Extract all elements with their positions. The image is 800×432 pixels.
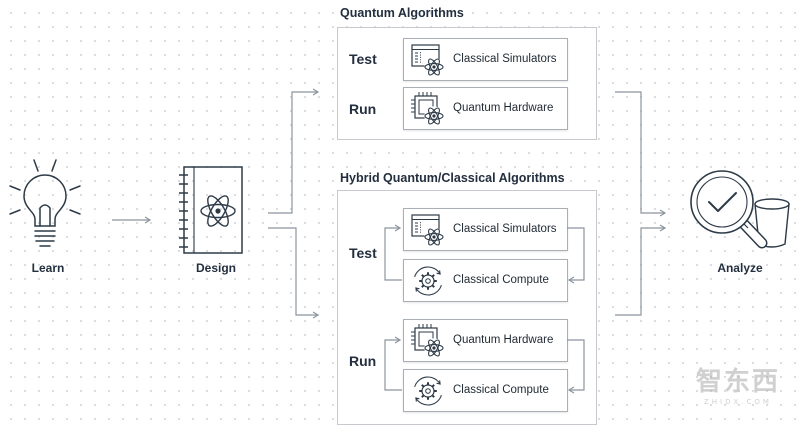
- hybrid-run-label: Run: [349, 353, 377, 369]
- hybrid-classical-simulators-box: Classical Simulators: [403, 208, 568, 251]
- arrow-design-to-quantum: [268, 88, 320, 214]
- quantum-test-item-label: Classical Simulators: [453, 53, 557, 65]
- stage-label-analyze: Analyze: [717, 261, 763, 275]
- quantum-classical-simulators-box: Classical Simulators: [403, 38, 568, 81]
- watermark-text: 智东西: [695, 367, 780, 397]
- hybrid-run-item-label: Quantum Hardware: [453, 334, 554, 346]
- quantum-test-label: Test: [349, 51, 377, 67]
- hybrid-algorithms-title: Hybrid Quantum/Classical Algorithms: [340, 171, 565, 185]
- quantum-quantum-hardware-box: Quantum Hardware: [403, 87, 568, 130]
- hybrid-test-item-label: Classical Compute: [453, 274, 549, 286]
- stage-label-design: Design: [195, 261, 236, 275]
- simulator-icon: [409, 41, 447, 79]
- hybrid-run-classical-compute-box: Classical Compute: [403, 369, 568, 412]
- hybrid-test-item-label: Classical Simulators: [453, 223, 557, 235]
- watermark-subtext: ZHIDX.COM: [704, 398, 772, 406]
- arrow-quantum-to-analyze: [615, 91, 667, 217]
- compute-gear-icon: [409, 372, 447, 410]
- lightbulb-icon: [9, 159, 81, 247]
- arrow-design-to-hybrid: [268, 227, 320, 319]
- simulator-icon: [409, 211, 447, 249]
- hybrid-test-classical-compute-box: Classical Compute: [403, 259, 568, 302]
- stage-label-learn: Learn: [31, 261, 65, 275]
- compute-gear-icon: [409, 262, 447, 300]
- quantum-run-label: Run: [349, 101, 377, 117]
- quantum-algorithms-title: Quantum Algorithms: [340, 6, 464, 20]
- hybrid-algorithms-group: Test Classical Simulators Classical Comp…: [337, 190, 597, 425]
- hybrid-test-label: Test: [349, 245, 377, 261]
- notebook-atom-icon: [179, 166, 243, 254]
- quantum-chip-icon: [409, 322, 447, 360]
- quantum-run-item-label: Quantum Hardware: [453, 102, 554, 114]
- watermark: 智东西 ZHIDX.COM: [690, 366, 786, 407]
- hybrid-quantum-hardware-box: Quantum Hardware: [403, 319, 568, 362]
- hybrid-run-item-label: Classical Compute: [453, 384, 549, 396]
- quantum-algorithms-group: Test Classical Simulators Run Quantum Ha…: [337, 27, 597, 140]
- quantum-chip-icon: [409, 90, 447, 128]
- arrow-hybrid-to-analyze: [615, 224, 667, 316]
- magnifier-check-bucket-icon: [690, 170, 790, 249]
